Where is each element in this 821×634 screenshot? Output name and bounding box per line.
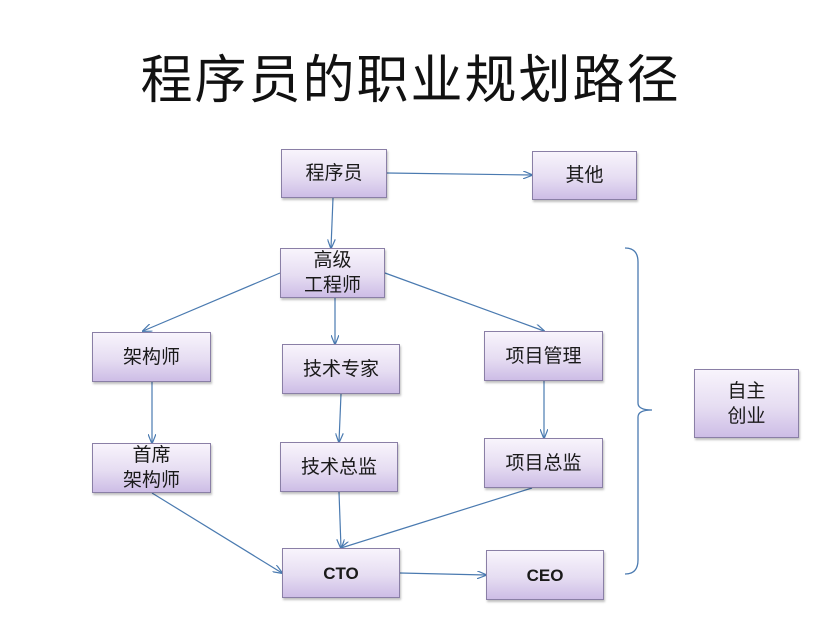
- node-other[interactable]: 其他: [532, 151, 637, 200]
- node-tech-expert[interactable]: 技术专家: [282, 344, 400, 394]
- page-title: 程序员的职业规划路径: [140, 51, 681, 111]
- arrow-projectdirector-to-cto: [341, 487, 533, 548]
- node-ceo[interactable]: CEO: [486, 550, 604, 600]
- arrow-senior-to-architect: [143, 272, 281, 331]
- node-project-management[interactable]: 项目管理: [484, 331, 603, 381]
- right-brace: [624, 247, 653, 575]
- node-programmer[interactable]: 程序员: [281, 149, 387, 198]
- node-project-director[interactable]: 项目总监: [484, 438, 603, 488]
- arrow-programmer-to-senior: [331, 197, 333, 248]
- node-entrepreneurship[interactable]: 自主 创业: [694, 369, 799, 438]
- arrow-chief-to-cto: [151, 492, 282, 573]
- arrow-programmer-to-other: [386, 173, 532, 175]
- node-architect[interactable]: 架构师: [92, 332, 211, 382]
- node-senior-engineer[interactable]: 高级 工程师: [280, 248, 385, 298]
- arrow-senior-to-pm: [384, 272, 544, 331]
- node-tech-director[interactable]: 技术总监: [280, 442, 398, 492]
- node-cto[interactable]: CTO: [282, 548, 400, 598]
- arrow-techdirector-to-cto: [339, 491, 341, 548]
- arrow-expert-to-techdirector: [339, 393, 341, 442]
- arrow-cto-to-ceo: [399, 573, 486, 575]
- node-chief-architect[interactable]: 首席 架构师: [92, 443, 211, 493]
